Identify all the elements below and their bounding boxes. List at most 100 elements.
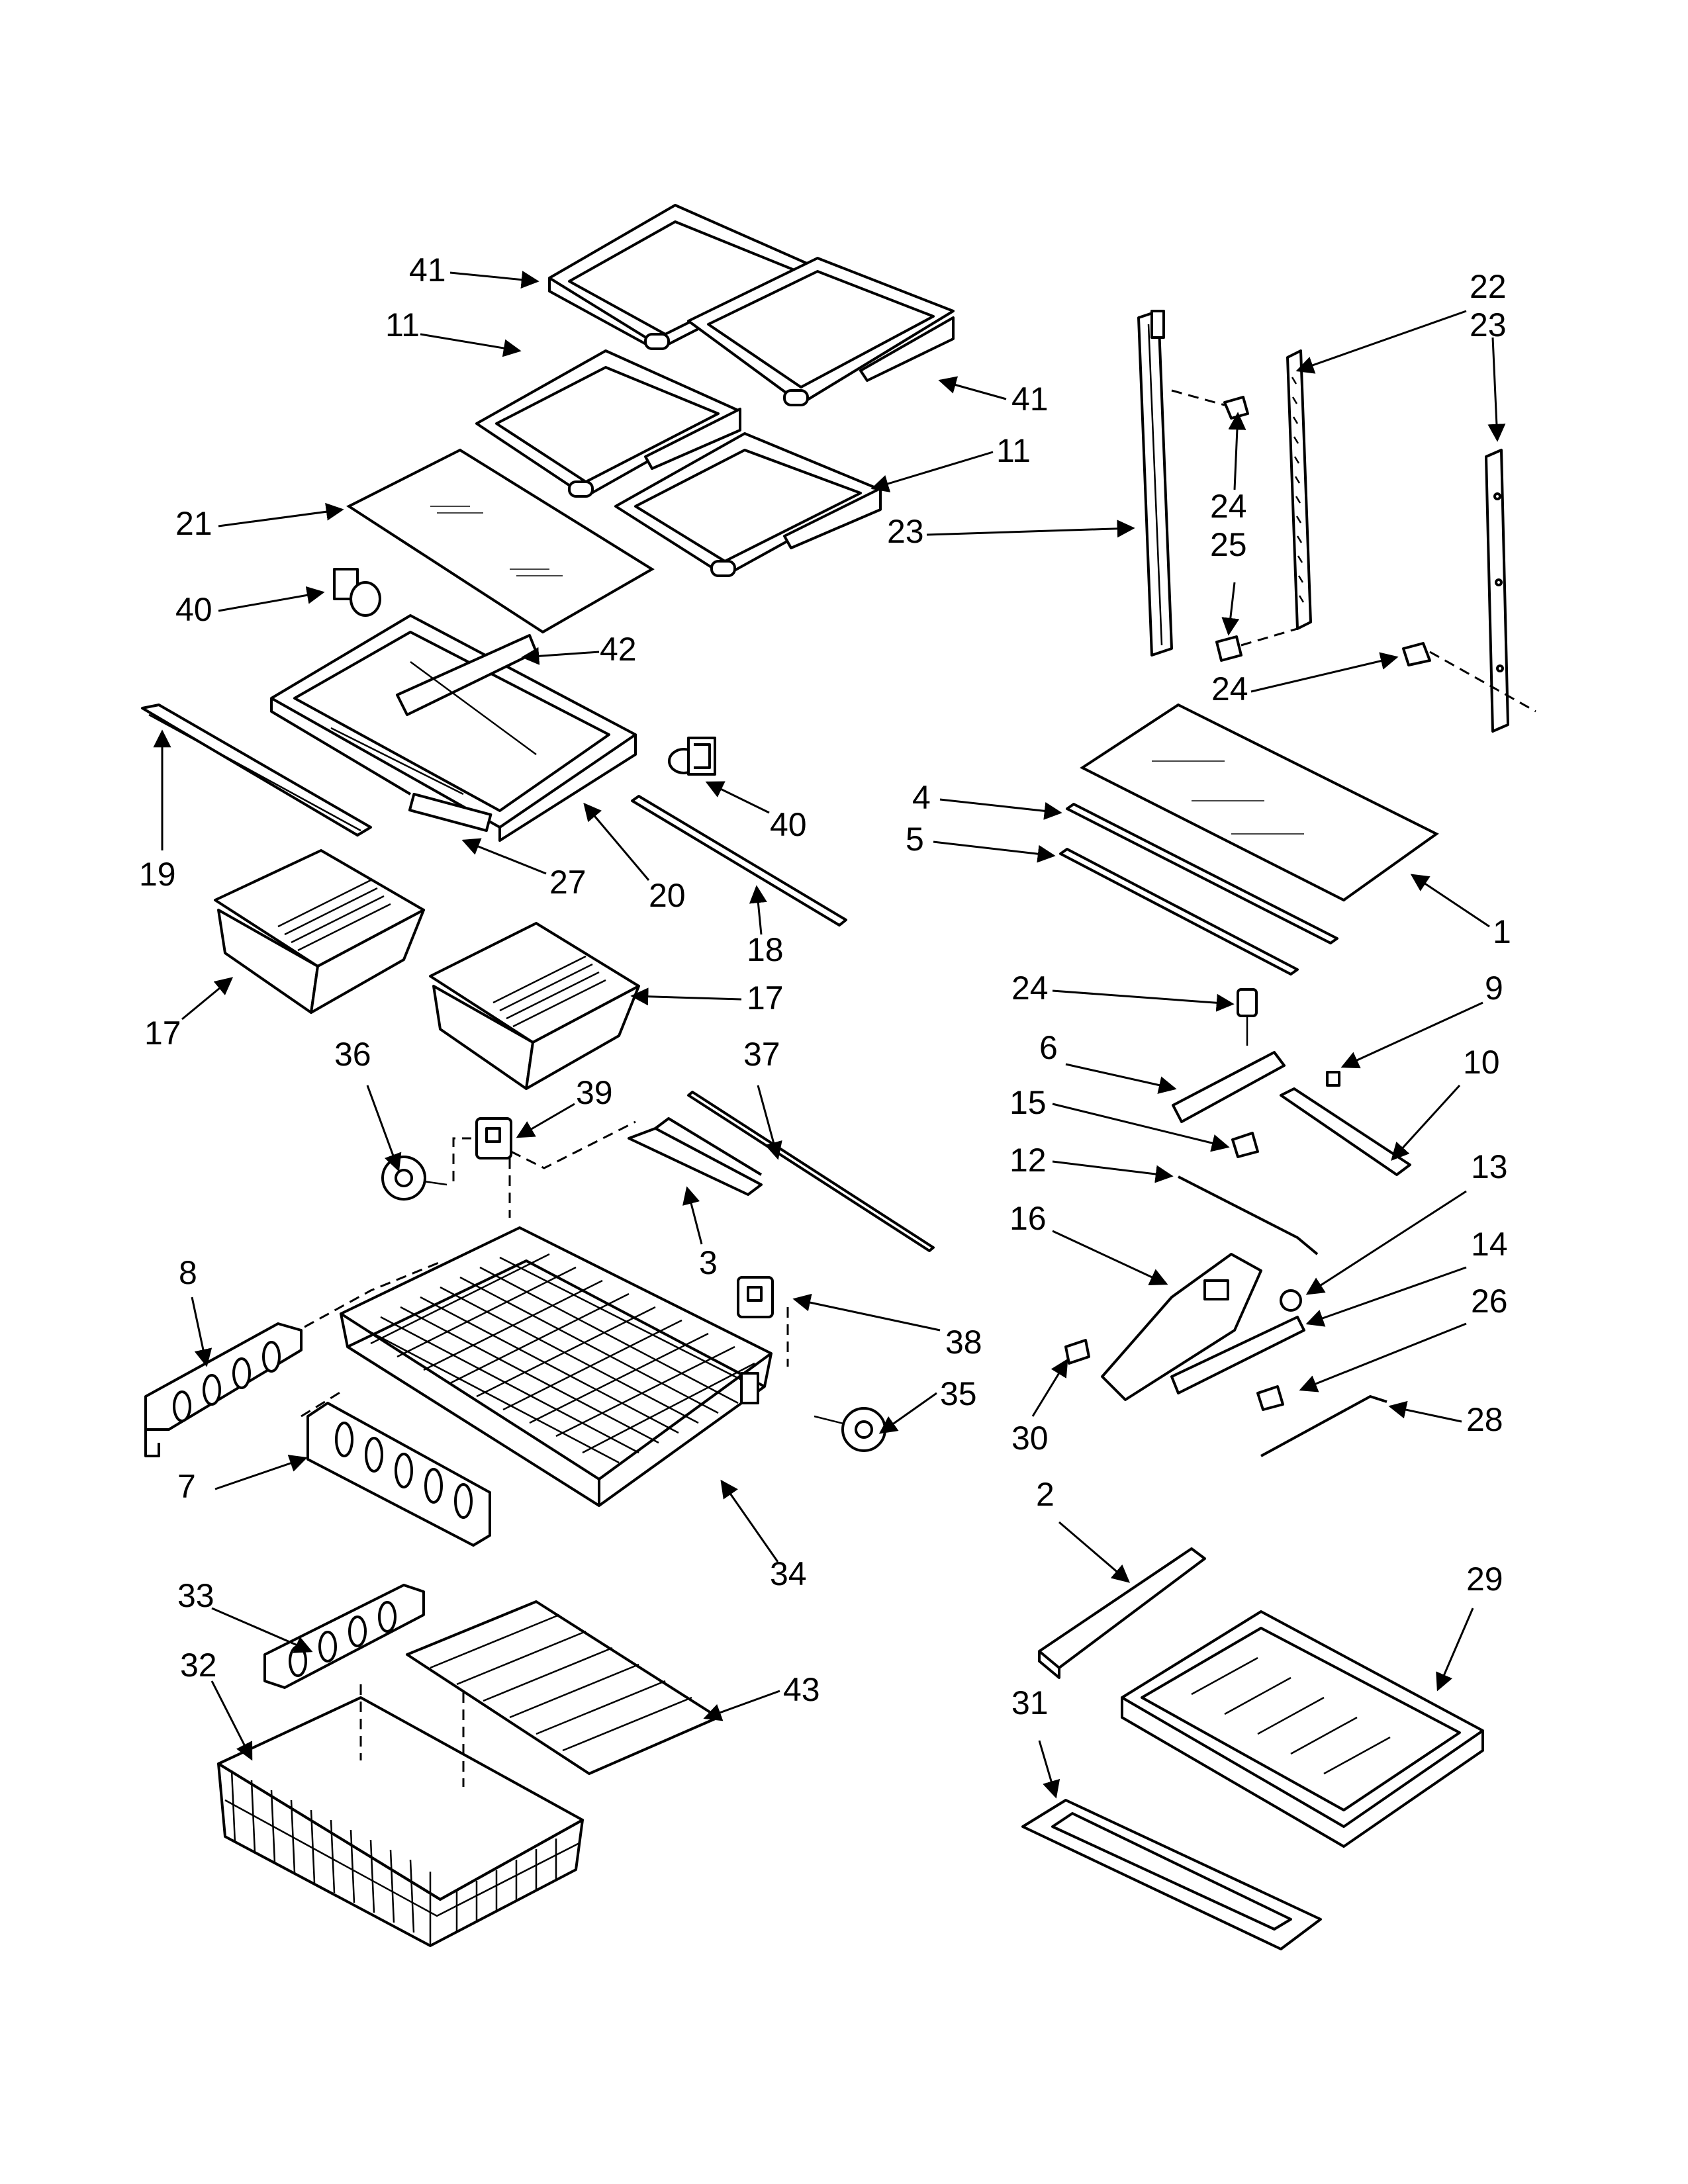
- leader-arrow: [1410, 874, 1490, 928]
- leader-arrow: [1052, 1103, 1230, 1152]
- leader-arrow: [583, 802, 650, 881]
- part-number-label: 2: [1036, 1476, 1055, 1513]
- callout-c18: 18: [747, 885, 784, 968]
- part-8-end-panel: [144, 1322, 303, 1457]
- part-number-label: 18: [747, 931, 784, 968]
- part-number-label: 15: [1009, 1084, 1047, 1121]
- callout-c1: 1: [1410, 874, 1511, 950]
- leader-arrow: [1058, 1521, 1131, 1583]
- leader-arrow: [1340, 1001, 1483, 1069]
- leader-arrow: [1299, 1322, 1467, 1392]
- part-1-glass-shelf: [1080, 703, 1439, 902]
- part-number-label: 10: [1463, 1044, 1500, 1081]
- callout-c35: 35: [878, 1375, 977, 1434]
- leader-arrow: [757, 1085, 782, 1160]
- part-number-label: 13: [1471, 1148, 1508, 1185]
- callout-c26: 26: [1299, 1283, 1508, 1392]
- part-13-screw: [1280, 1289, 1302, 1312]
- callout-c43: 43: [703, 1671, 820, 1721]
- part-41-shelf-upper-right: [687, 257, 955, 406]
- part-17-crisper-drawer-right: [429, 922, 640, 1090]
- part-24-screw-mid: [1237, 988, 1258, 1046]
- part-26-screw: [1256, 1385, 1284, 1411]
- part-19-divider-strip: [141, 704, 372, 837]
- part-14-strip: [1170, 1316, 1305, 1394]
- leader-arrow: [1065, 1063, 1177, 1094]
- callout-c32: 32: [180, 1647, 253, 1761]
- part-33-end-panel: [263, 1584, 425, 1689]
- callout-c12: 12: [1009, 1142, 1174, 1183]
- callout-c16: 16: [1009, 1200, 1168, 1285]
- callout-c40a: 40: [175, 586, 325, 628]
- part-2-handle: [1038, 1547, 1206, 1679]
- leader-arrow: [516, 1103, 575, 1138]
- part-number-label: 43: [783, 1671, 820, 1708]
- part-3-slide-rail: [628, 1117, 763, 1196]
- callout-c17a: 17: [144, 977, 234, 1052]
- callout-c23a: 23: [887, 513, 1135, 550]
- callout-c11b: 11: [870, 432, 1031, 492]
- part-number-label: 16: [1009, 1200, 1047, 1237]
- part-number-label: 25: [1210, 526, 1247, 563]
- part-number-label: 31: [1011, 1684, 1049, 1721]
- part-40-cap-upper: [333, 568, 381, 617]
- part-number-label: 5: [906, 821, 924, 858]
- leader-arrow: [420, 333, 522, 357]
- part-number-label: 22: [1470, 268, 1507, 305]
- part-number-label: 11: [385, 306, 420, 343]
- part-number-label: 34: [770, 1555, 807, 1592]
- leader-arrow: [1052, 1230, 1168, 1285]
- leader-arrow: [1031, 1358, 1068, 1417]
- leader-arrow: [461, 838, 547, 875]
- leader-arrow: [218, 502, 344, 527]
- callout-c40b: 40: [705, 781, 807, 843]
- part-38-bracket: [737, 1276, 774, 1318]
- part-number-label: 23: [887, 513, 924, 550]
- callout-c7: 7: [177, 1455, 308, 1505]
- part-number-label: 24: [1211, 670, 1248, 707]
- leader-arrow: [1487, 337, 1506, 442]
- part-number-label: 40: [175, 591, 212, 628]
- part-9-clip: [1326, 1071, 1340, 1087]
- callout-c9: 9: [1340, 970, 1503, 1069]
- leader-arrow: [870, 451, 994, 492]
- part-number-label: 21: [175, 505, 212, 542]
- part-4-trim: [1066, 803, 1338, 944]
- part-number-label: 3: [699, 1244, 718, 1281]
- callout-c38: 38: [792, 1293, 982, 1361]
- part-12-wire: [1178, 1175, 1319, 1255]
- part-number-label: 42: [600, 631, 637, 668]
- callout-c33: 33: [177, 1577, 313, 1653]
- callout-c41b: 41: [938, 376, 1049, 418]
- part-30-spacer: [1064, 1339, 1090, 1365]
- part-number-label: 37: [743, 1036, 780, 1073]
- leader-arrow: [926, 520, 1135, 538]
- part-40-cap-lower: [668, 737, 716, 776]
- part-16-hinge-housing: [1101, 1253, 1262, 1401]
- callout-c8: 8: [179, 1254, 212, 1367]
- leader-arrow: [1052, 989, 1235, 1012]
- callout-c27: 27: [461, 838, 586, 901]
- leader-arrow: [878, 1392, 937, 1434]
- leader-arrow: [211, 1680, 253, 1761]
- callout-c21: 21: [175, 502, 344, 542]
- leader-arrow: [1436, 1608, 1474, 1692]
- part-number-label: 41: [1011, 381, 1049, 418]
- leader-arrow: [1221, 582, 1240, 636]
- part-number-label: 27: [549, 864, 586, 901]
- leader-arrow: [1295, 310, 1467, 374]
- leader-arrow: [218, 586, 325, 612]
- part-31-front-cover: [1021, 1799, 1322, 1950]
- callout-c42: 42: [521, 631, 637, 668]
- part-24-screw-upper: [1171, 389, 1249, 420]
- callout-c28: 28: [1388, 1400, 1503, 1438]
- callout-c11a: 11: [385, 306, 522, 357]
- leader-arrow: [703, 1690, 780, 1721]
- part-drawings: [141, 204, 1536, 1950]
- part-number-label: 19: [139, 856, 176, 893]
- callout-c14: 14: [1305, 1226, 1508, 1327]
- part-number-label: 41: [409, 251, 446, 289]
- part-number-label: 24: [1011, 970, 1049, 1007]
- part-number-label: 7: [177, 1468, 196, 1505]
- callout-c30: 30: [1011, 1358, 1068, 1457]
